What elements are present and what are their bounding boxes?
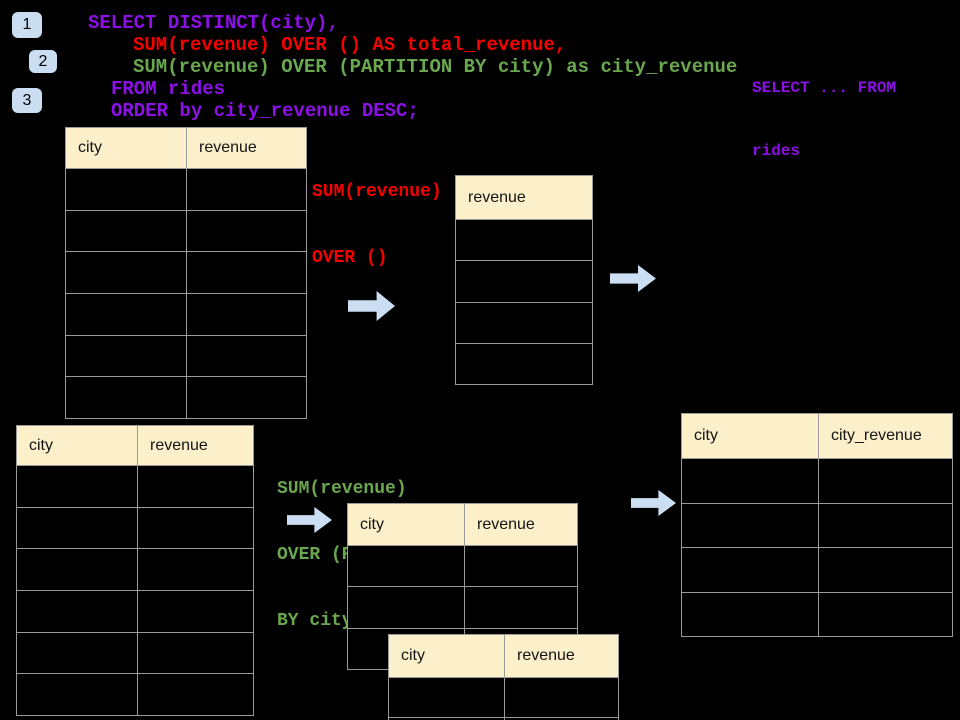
- table-cell-empty: [819, 459, 952, 503]
- table-cell-empty: [17, 591, 137, 632]
- column-header-city: city: [682, 414, 818, 458]
- table-cell-empty: [819, 503, 952, 547]
- column-header-revenue: revenue: [187, 128, 306, 168]
- table-cell-empty: [138, 466, 253, 507]
- table-cell-empty: [819, 548, 952, 592]
- table-source-top: city revenue: [65, 127, 307, 419]
- table-cell-empty: [17, 632, 137, 674]
- callout-badge-1: 1: [12, 12, 42, 38]
- sql-line-from: FROM rides: [111, 78, 226, 100]
- arrow-right-icon: [631, 490, 676, 516]
- table-cell-empty: [66, 169, 186, 210]
- table-cell-empty: [682, 459, 818, 503]
- table-cell-empty: [66, 377, 186, 418]
- table-cell-empty: [456, 302, 592, 343]
- sql-line-select: SELECT DISTINCT(city),: [88, 12, 339, 34]
- table-cell-empty: [389, 678, 504, 717]
- table-cell-empty: [456, 220, 592, 261]
- table-cell-empty: [138, 507, 253, 549]
- table-body: [456, 220, 592, 384]
- table-cell-empty: [819, 592, 952, 636]
- table-cell-empty: [138, 549, 253, 590]
- side-note-select-from: SELECT ... FROM rides: [752, 36, 896, 204]
- arrow-right-icon: [287, 507, 332, 533]
- table-cell-empty: [66, 294, 186, 335]
- side-note-line2: rides: [752, 142, 801, 160]
- sql-line-city-revenue: SUM(revenue) OVER (PARTITION BY city) as…: [133, 56, 738, 78]
- table-city-revenue-result: city city_revenue: [681, 413, 953, 637]
- table-cell-empty: [187, 210, 306, 252]
- table-total-revenue-result: revenue: [455, 175, 593, 385]
- table-body: [389, 678, 618, 720]
- table-cell-empty: [187, 335, 306, 377]
- column-header-revenue: revenue: [456, 176, 592, 219]
- table-cell-empty: [505, 718, 618, 720]
- sql-line-total-revenue: SUM(revenue) OVER () AS total_revenue,: [133, 34, 567, 56]
- annotation-line: OVER (): [312, 248, 388, 268]
- table-cell-empty: [17, 466, 137, 507]
- table-cell-empty: [348, 587, 464, 628]
- column-header-city: city: [389, 635, 504, 677]
- table-cell-empty: [187, 169, 306, 210]
- column-header-city: city: [17, 426, 137, 465]
- table-cell-empty: [682, 503, 818, 547]
- table-source-bottom: city revenue: [16, 425, 254, 716]
- table-cell-empty: [138, 632, 253, 674]
- table-cell-empty: [66, 210, 186, 252]
- table-cell-empty: [66, 335, 186, 377]
- table-cell-empty: [187, 294, 306, 335]
- column-header-city: city: [348, 504, 464, 545]
- callout-badge-3: 3: [12, 88, 42, 113]
- table-cell-empty: [66, 252, 186, 293]
- table-cell-empty: [138, 674, 253, 715]
- column-header-revenue: revenue: [505, 635, 618, 677]
- column-header-city-revenue: city_revenue: [819, 414, 952, 458]
- table-cell-empty: [187, 252, 306, 293]
- column-header-city: city: [66, 128, 186, 168]
- arrow-right-icon: [348, 291, 395, 321]
- annotation-line: SUM(revenue): [277, 479, 407, 499]
- arrow-right-icon: [610, 265, 656, 292]
- side-note-line1: SELECT ... FROM: [752, 79, 897, 97]
- table-cell-empty: [505, 678, 618, 717]
- sql-line-order-by: ORDER by city_revenue DESC;: [111, 100, 419, 122]
- table-partition-overlay: city revenue: [388, 634, 619, 720]
- table-cell-empty: [465, 546, 577, 587]
- table-cell-empty: [17, 674, 137, 715]
- annotation-line: SUM(revenue): [312, 182, 442, 202]
- table-cell-empty: [389, 718, 504, 720]
- table-body: [66, 169, 306, 418]
- table-cell-empty: [17, 549, 137, 590]
- column-header-revenue: revenue: [465, 504, 577, 545]
- table-cell-empty: [187, 377, 306, 418]
- column-header-revenue: revenue: [138, 426, 253, 465]
- table-cell-empty: [138, 591, 253, 632]
- table-cell-empty: [456, 261, 592, 302]
- table-cell-empty: [682, 592, 818, 636]
- table-body: [17, 466, 253, 715]
- table-body: [682, 459, 952, 636]
- table-cell-empty: [682, 548, 818, 592]
- table-cell-empty: [456, 343, 592, 384]
- table-cell-empty: [348, 546, 464, 587]
- callout-badge-2: 2: [29, 50, 57, 73]
- table-cell-empty: [465, 587, 577, 628]
- table-cell-empty: [17, 507, 137, 549]
- annotation-sum-over-all: SUM(revenue) OVER (): [312, 137, 442, 313]
